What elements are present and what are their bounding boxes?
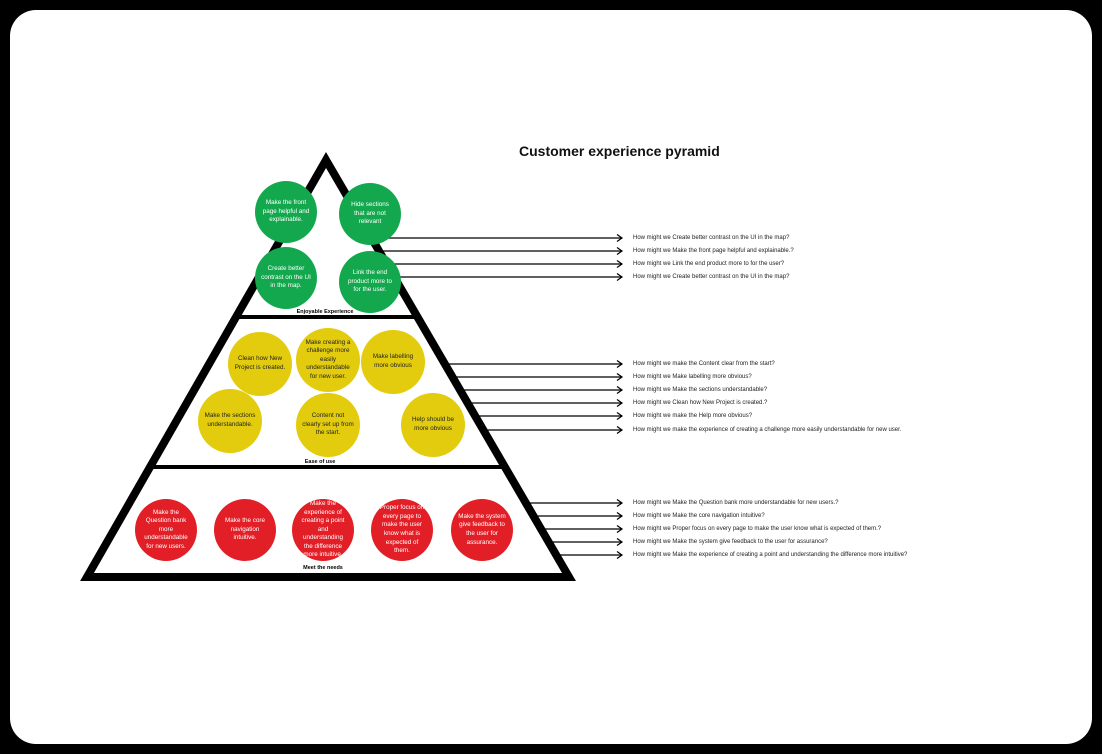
pain-point-circle: Make the front page helpful and explaina…	[255, 181, 317, 243]
tier-label: Ease of use	[304, 459, 336, 465]
how-might-we-question: How might we make the experience of crea…	[633, 427, 902, 433]
arrow-icon	[543, 525, 624, 533]
pain-point-circle: Make creating a challenge more easily un…	[296, 328, 360, 392]
arrow-icon	[558, 551, 624, 559]
how-might-we-question: How might we Make the front page helpful…	[633, 248, 794, 254]
pain-point-circle: Make labelling more obvious	[361, 330, 425, 394]
pain-point-circle: Link the end product more to for the use…	[339, 251, 401, 313]
arrow-icon	[470, 399, 624, 407]
how-might-we-question: How might we make the Help more obvious?	[633, 413, 753, 419]
how-might-we-question: How might we Make labelling more obvious…	[633, 374, 752, 380]
pain-point-circle: Make the system give feedback to the use…	[451, 499, 513, 561]
pain-point-circle: Content not clearly set up from the star…	[296, 393, 360, 457]
how-might-we-question: How might we Clean how New Project is cr…	[633, 400, 768, 406]
arrow-icon	[528, 499, 624, 507]
page-title: Customer experience pyramid	[519, 143, 720, 159]
how-might-we-question: How might we Create better contrast on t…	[633, 235, 790, 241]
arrow-icon	[535, 512, 624, 520]
how-might-we-question: How might we Make the experience of crea…	[633, 552, 908, 558]
pain-point-circle: Make the experience of creating a point …	[292, 499, 354, 561]
how-might-we-question: How might we Create better contrast on t…	[633, 274, 790, 280]
tier-label: Meet the needs	[303, 565, 343, 571]
arrow-icon	[447, 360, 624, 368]
how-might-we-question: How might we make the Content clear from…	[633, 361, 775, 367]
arrow-icon	[375, 234, 624, 242]
arrow-icon	[397, 273, 624, 281]
pain-point-circle: Proper focus on every page to make the u…	[371, 499, 433, 561]
pain-point-circle: Clean how New Project is created.	[228, 332, 292, 396]
pain-point-circle: Create better contrast on the UI in the …	[255, 247, 317, 309]
how-might-we-question: How might we Link the end product more t…	[633, 261, 785, 267]
pain-point-circle: Make the Question bank more understandab…	[135, 499, 197, 561]
pain-point-circle: Make the sections understandable.	[198, 389, 262, 453]
how-might-we-question: How might we Make the sections understan…	[633, 387, 768, 393]
pain-point-circle: Help should be more obvious	[401, 393, 465, 457]
how-might-we-question: How might we Proper focus on every page …	[633, 526, 882, 532]
pyramid-outline	[80, 152, 576, 581]
how-might-we-question: How might we Make the core navigation in…	[633, 513, 765, 519]
arrow-icon	[486, 426, 624, 434]
pain-point-circle: Make the core navigation intuitive.	[214, 499, 276, 561]
tier-label: Enjoyable Experience	[296, 309, 354, 315]
arrow-icon	[462, 386, 624, 394]
arrow-icon	[455, 373, 624, 381]
arrow-icon	[390, 260, 624, 268]
how-might-we-question: How might we Make the Question bank more…	[633, 500, 839, 506]
arrow-icon	[382, 247, 624, 255]
arrow-icon	[477, 412, 624, 420]
pain-point-circle: Hide sections that are not relevant	[339, 183, 401, 245]
arrow-icon	[550, 538, 624, 546]
how-might-we-question: How might we Make the system give feedba…	[633, 539, 828, 545]
